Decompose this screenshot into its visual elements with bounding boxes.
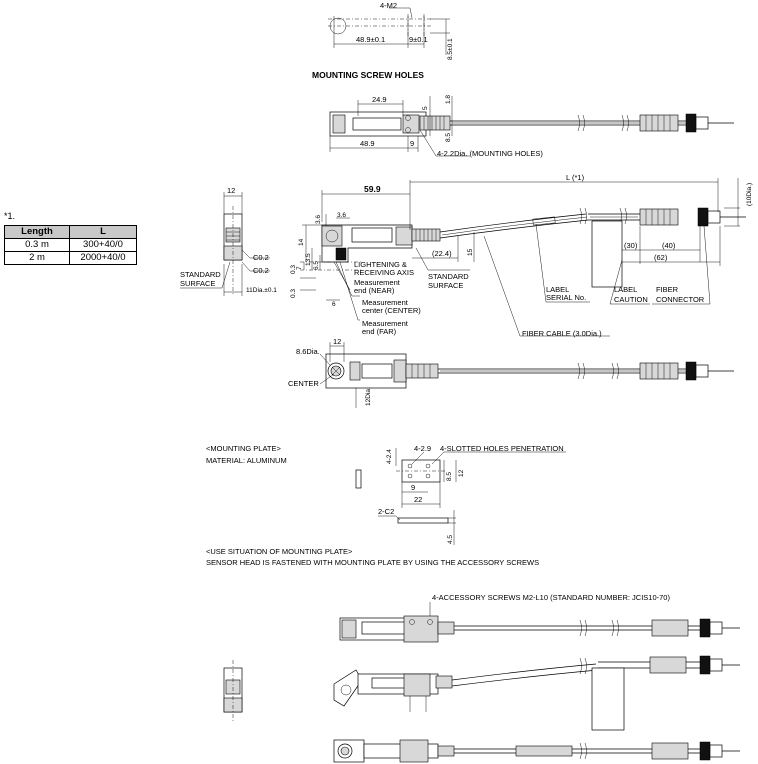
table-cell: 2000+40/0: [69, 251, 137, 265]
dim-59-9: 59.9: [364, 184, 381, 194]
dim-3-6a: 3.6: [315, 215, 322, 224]
dim-14: 14: [298, 238, 305, 246]
dim-10dia: (10Dia.): [746, 183, 753, 206]
screw-holes-title: MOUNTING SCREW HOLES: [312, 70, 424, 80]
label-caution-1: LABEL: [614, 285, 637, 294]
table-header-length: Length: [4, 225, 70, 239]
mounting-plate: <MOUNTING PLATE> MATERIAL: ALUMINUM 4-2.…: [206, 444, 566, 545]
chamfer-c02b: C0.2: [253, 266, 269, 275]
dim-pitch: 48.9±0.1: [356, 35, 385, 44]
plate-dim-4-2-9: 4-2.9: [414, 444, 431, 453]
side-std-surface-1: STANDARD: [180, 270, 221, 279]
screw-thread-label: 4-M2: [380, 1, 397, 10]
dim-48-9: 48.9: [360, 139, 375, 148]
length-table: Length L 0.3 m 300+40/0 2 m 2000+40/0: [4, 225, 137, 265]
label-near-1: Measurement: [354, 278, 401, 287]
label-serial-2: SERIAL No.: [546, 293, 586, 302]
front-view: 59.9 L (*1) (10Dia.) 3.6 3.6 14 7 13.5 6…: [290, 173, 753, 338]
plate-material: MATERIAL: ALUMINUM: [206, 456, 287, 465]
plate-slotted-holes: 4-SLOTTED HOLES PENETRATION: [440, 444, 564, 453]
side-std-surface-2: SURFACE: [180, 279, 215, 288]
strain-relief: [419, 115, 451, 131]
label-fiber-cable: FIBER CABLE (3.0Dia.): [522, 329, 602, 338]
use-situation: <USE SITUATION OF MOUNTING PLATE> SENSOR…: [206, 547, 740, 763]
dim-22-4: (22.4): [432, 249, 452, 258]
plate-dim-2-c2: 2-C2: [378, 507, 394, 516]
dim-9: 9: [410, 139, 414, 148]
plate-title: <MOUNTING PLATE>: [206, 444, 281, 453]
label-far-2: end (FAR): [362, 327, 397, 336]
label-fiber-connector-2: CONNECTOR: [656, 295, 705, 304]
plate-dim-9: 9: [411, 483, 415, 492]
bottom-dim-8-6dia: 8.6Dia.: [296, 347, 320, 356]
label-standard-surface-1: STANDARD: [428, 272, 469, 281]
dim-62: (62): [654, 253, 668, 262]
dim-15: 15: [467, 248, 474, 256]
side-dim-11dia: 11Dia.±0.1: [246, 287, 277, 294]
side-view: 12 C0.2 C0.2 11Dia.±0.1 STANDARD SURFACE: [180, 186, 277, 296]
dim-0-3b: 0.3: [290, 289, 297, 298]
dim-8-5: 8.5: [445, 133, 452, 142]
plate-dim-12: 12: [458, 469, 465, 477]
bottom-view: 12 8.6Dia. CENTER 12Dia.: [288, 337, 734, 408]
dim-7: 7: [296, 266, 303, 270]
caution-label-box: [591, 220, 623, 288]
dim-6-5: 6.5: [313, 261, 320, 270]
label-center-1: Measurement: [362, 298, 409, 307]
mounting-holes-note: 4-2.2Dia. (MOUNTING HOLES): [437, 149, 543, 158]
dim-40: (40): [662, 241, 676, 250]
label-near-2: end (NEAR): [354, 286, 395, 295]
dim-L: L (*1): [566, 173, 585, 182]
bottom-dim-12dia: 12Dia.: [365, 387, 372, 406]
dim-height: 8.5±0.1: [447, 38, 454, 60]
label-receiving-axis: RECEIVING AXIS: [354, 268, 414, 277]
dim-6: 6: [332, 301, 336, 308]
top-view: 24.9 5 1.8 8.5 48.9 9 4-2.2Dia. (MOUNTIN…: [329, 95, 734, 158]
chamfer-c02a: C0.2: [253, 253, 269, 262]
plate-dim-8-5: 8.5: [446, 472, 453, 481]
table-row: 2 m 2000+40/0: [4, 251, 137, 265]
plate-dim-4-2-4: 4-2.4: [386, 449, 393, 464]
accessory-screws-note: 4-ACCESSORY SCREWS M2-L10 (STANDARD NUMB…: [432, 593, 670, 602]
plate-dim-22: 22: [414, 495, 422, 504]
dim-3-6b: 3.6: [337, 212, 346, 219]
label-fiber-connector-1: FIBER: [656, 285, 679, 294]
label-serial-1: LABEL: [546, 285, 569, 294]
screw-holes-diagram: 4-M2 48.9±0.1 9±0.1 8.5±0.1 MOUNTING SCR…: [312, 1, 454, 80]
dim-24-9: 24.9: [372, 95, 387, 104]
bottom-center-label: CENTER: [288, 379, 319, 388]
dim-30: (30): [624, 241, 638, 250]
use-description: SENSOR HEAD IS FASTENED WITH MOUNTING PL…: [206, 558, 539, 567]
use-title: <USE SITUATION OF MOUNTING PLATE>: [206, 547, 353, 556]
label-center-2: center (CENTER): [362, 306, 421, 315]
dim-13-5: 13.5: [305, 253, 312, 266]
table-header-l: L: [69, 225, 137, 239]
fiber-connector-top: [639, 114, 679, 132]
label-lightening: LIGHTENING &: [354, 260, 407, 269]
bottom-dim-12: 12: [333, 337, 341, 346]
length-footnote: *1.: [4, 211, 16, 221]
plate-dim-4-5: 4.5: [447, 535, 454, 544]
table-header-row: Length L: [4, 225, 137, 239]
dim-1-8: 1.8: [445, 95, 452, 104]
label-far-1: Measurement: [362, 319, 409, 328]
dim-0-3a: 0.3: [290, 265, 297, 274]
side-dim-12: 12: [227, 186, 235, 195]
dim-small: 9±0.1: [409, 35, 428, 44]
label-standard-surface-2: SURFACE: [428, 281, 463, 290]
label-caution-2: CAUTION: [614, 295, 648, 304]
dim-5: 5: [422, 106, 429, 110]
